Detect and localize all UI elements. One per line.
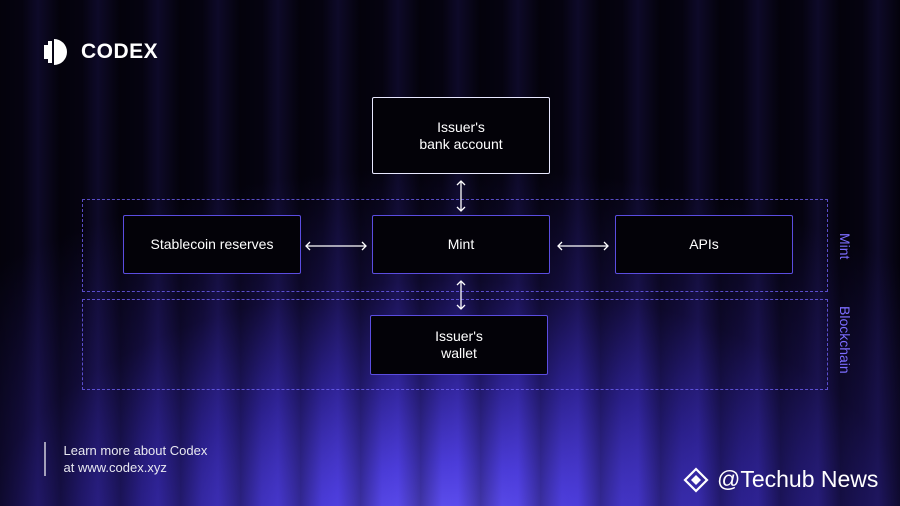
- footer: Learn more about Codex at www.codex.xyz: [44, 442, 207, 476]
- blockchain-region-label: Blockchain: [837, 306, 853, 374]
- brand-name: CODEX: [81, 40, 159, 63]
- node-stablecoin-reserves-label: Stablecoin reserves: [150, 236, 274, 252]
- mint-region: [82, 199, 828, 292]
- watermark: @Techub News: [683, 466, 878, 493]
- footer-divider: [44, 442, 46, 476]
- node-issuer-bank-account: Issuer's bank account: [372, 97, 550, 174]
- footer-text: Learn more about Codex at www.codex.xyz: [64, 442, 208, 476]
- binance-diamond-icon: [683, 466, 709, 493]
- node-mint-label: Mint: [447, 236, 475, 252]
- brand-logo: CODEX: [44, 38, 158, 66]
- node-issuer-wallet: Issuer's wallet: [370, 315, 548, 375]
- codex-logo-icon: [44, 39, 67, 65]
- watermark-text: @Techub News: [717, 466, 879, 492]
- node-mint: Mint: [372, 215, 550, 274]
- footer-line-2: at www.codex.xyz: [63, 460, 167, 475]
- mint-region-label: Mint: [837, 233, 853, 260]
- node-issuer-wallet-label: Issuer's wallet: [435, 328, 483, 361]
- blockchain-region: [82, 299, 828, 390]
- footer-line-1: Learn more about Codex: [63, 443, 208, 458]
- node-stablecoin-reserves: Stablecoin reserves: [123, 215, 301, 274]
- node-apis-label: APIs: [689, 236, 719, 252]
- node-issuer-bank-account-label: Issuer's bank account: [419, 118, 503, 152]
- arrow-reserves-mint: [305, 241, 367, 251]
- arrow-mint-wallet: [456, 280, 466, 310]
- arrow-mint-apis: [557, 241, 609, 251]
- arrow-bank-mint: [456, 180, 466, 212]
- node-apis: APIs: [615, 215, 793, 274]
